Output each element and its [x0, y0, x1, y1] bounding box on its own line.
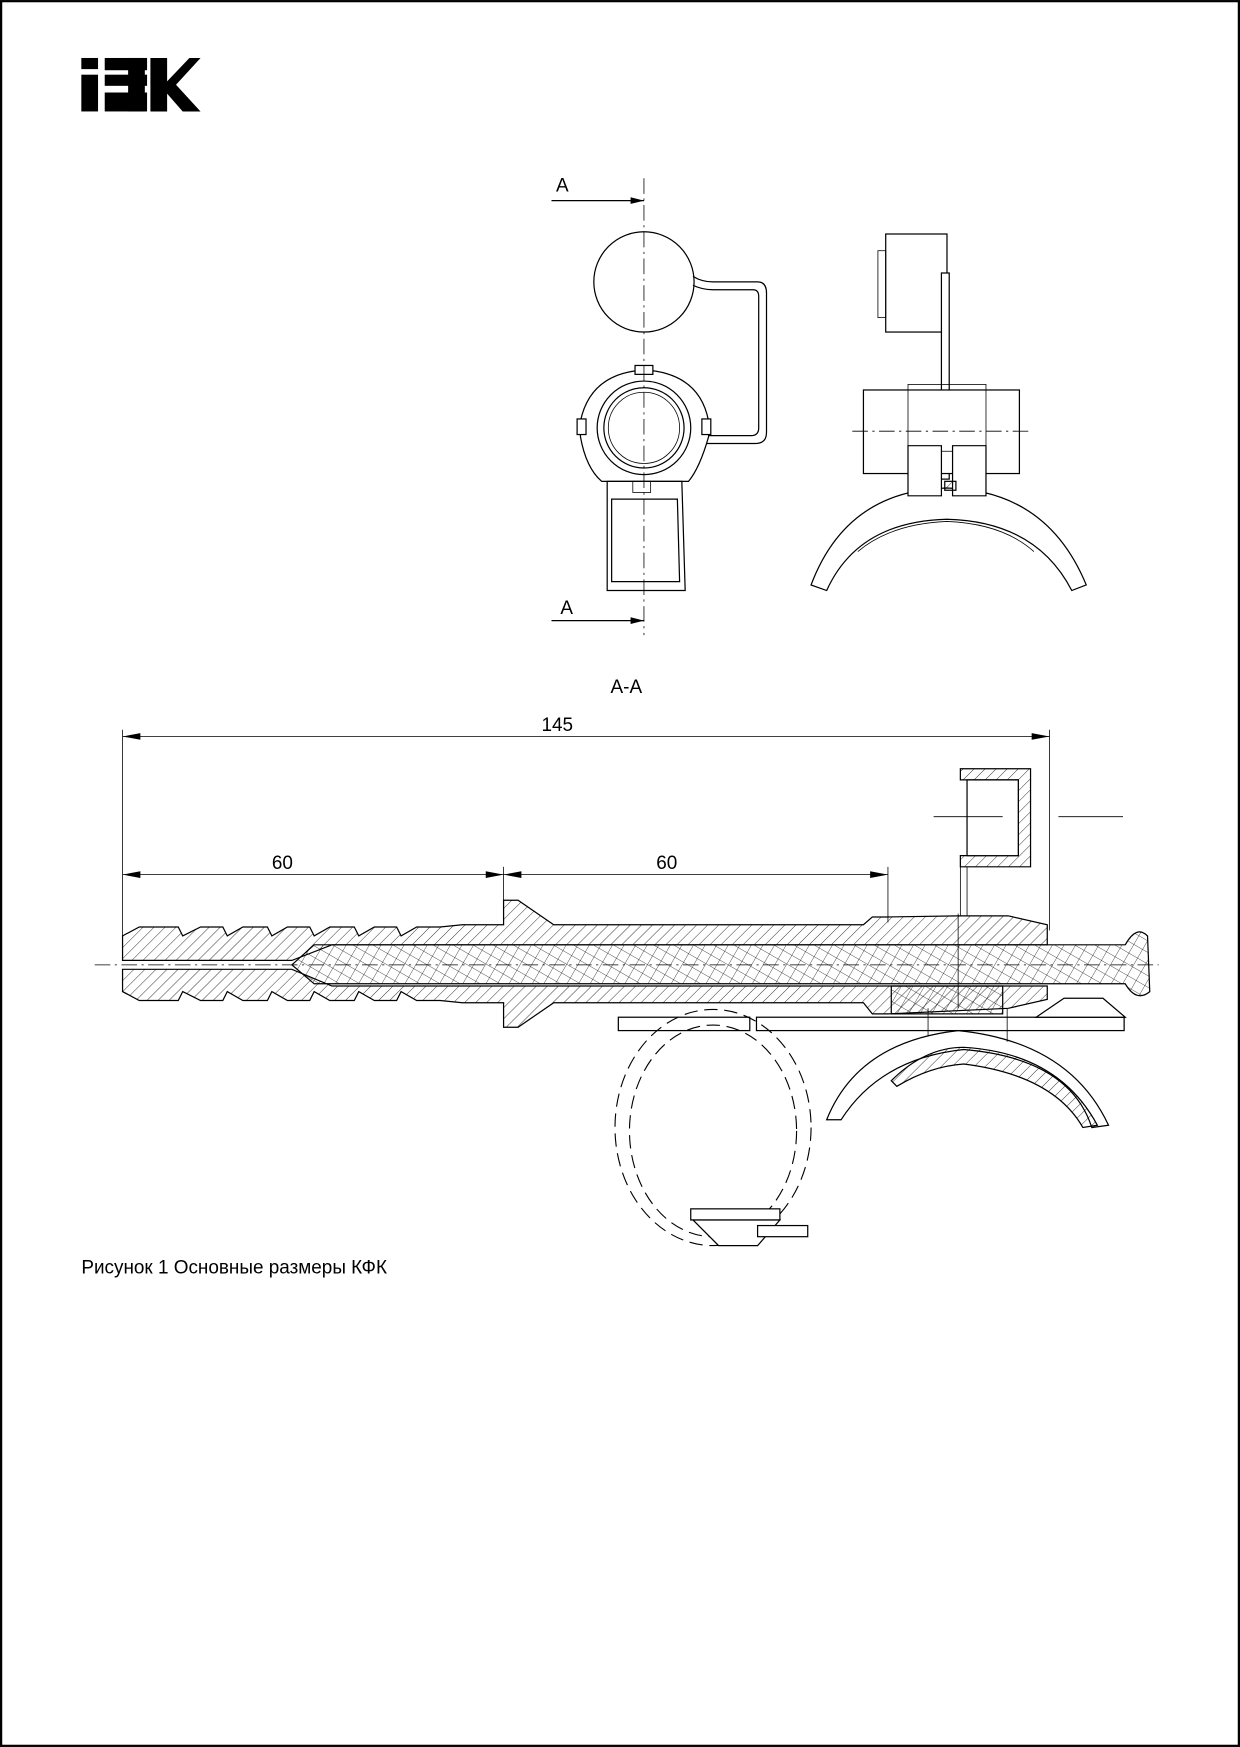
- iek-logo: [81, 57, 201, 112]
- section-title: A-A: [611, 677, 643, 698]
- dimension-segment-2: 60: [656, 853, 677, 874]
- side-view: [810, 233, 1088, 592]
- dimension-segment-1: 60: [272, 853, 293, 874]
- figure-caption: Рисунок 1 Основные размеры КФК: [81, 1257, 387, 1278]
- front-view: A A: [551, 176, 768, 636]
- section-a-a: A-A 145 60 60: [94, 677, 1159, 1247]
- dimension-overall-length: 145: [541, 715, 573, 736]
- section-marker-bottom: A: [560, 598, 573, 619]
- section-marker-top: A: [556, 176, 569, 197]
- dimension-145: 145: [122, 715, 1050, 936]
- dimension-60-60: 60 60: [122, 853, 889, 923]
